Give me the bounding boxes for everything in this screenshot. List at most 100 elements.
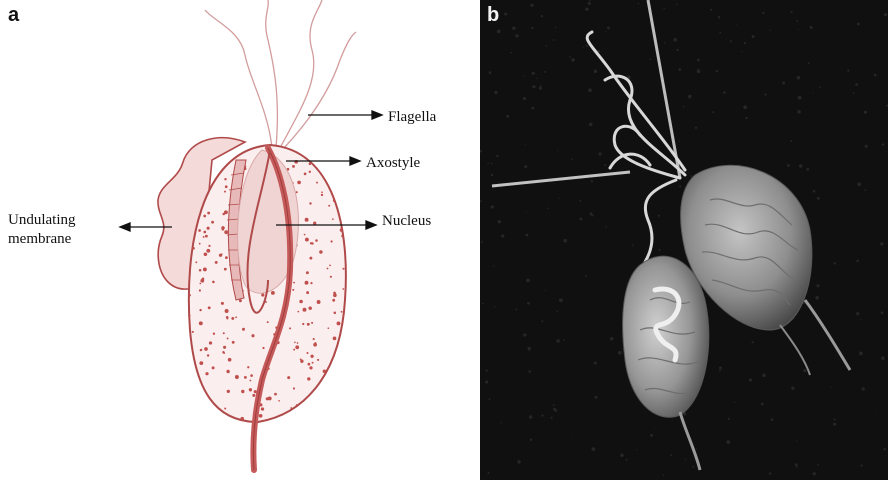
background-speckle xyxy=(688,95,692,99)
granule xyxy=(297,181,301,185)
granule xyxy=(199,269,202,272)
background-speckle xyxy=(512,26,515,29)
granule xyxy=(262,347,264,349)
granule xyxy=(337,321,341,325)
granule xyxy=(309,257,312,260)
background-speckle xyxy=(585,275,587,277)
granule xyxy=(222,351,224,353)
background-speckle xyxy=(719,366,722,369)
granule xyxy=(200,279,204,283)
background-speckle xyxy=(710,9,712,11)
granule xyxy=(345,194,347,196)
granule xyxy=(227,337,229,339)
background-speckle xyxy=(857,23,860,26)
background-speckle xyxy=(743,105,747,109)
background-speckle xyxy=(676,4,677,5)
background-speckle xyxy=(817,464,819,466)
granule xyxy=(247,366,249,368)
granule xyxy=(205,235,208,238)
background-speckle xyxy=(524,165,527,168)
granule xyxy=(261,293,264,296)
granule xyxy=(201,389,203,391)
background-speckle xyxy=(544,71,546,73)
granule xyxy=(332,299,335,302)
background-speckle xyxy=(595,396,598,399)
granule xyxy=(250,374,253,377)
background-speckle xyxy=(730,40,732,42)
background-speckle xyxy=(787,164,790,167)
granule xyxy=(317,300,321,304)
granule xyxy=(349,148,351,150)
background-speckle xyxy=(515,34,518,37)
granule xyxy=(224,191,226,193)
granule xyxy=(306,271,309,274)
granule xyxy=(200,401,204,405)
background-speckle xyxy=(881,356,885,360)
granule xyxy=(206,249,210,253)
background-speckle xyxy=(798,96,802,100)
background-speckle xyxy=(530,4,533,7)
granule xyxy=(330,409,333,412)
granule xyxy=(213,164,215,166)
background-speckle xyxy=(884,13,887,16)
granule xyxy=(226,370,229,373)
background-speckle xyxy=(526,234,529,237)
background-speckle xyxy=(673,38,677,42)
granule xyxy=(333,293,337,297)
background-speckle xyxy=(797,76,801,80)
granule xyxy=(185,355,188,358)
background-speckle xyxy=(782,81,785,84)
granule xyxy=(324,153,326,155)
granule xyxy=(309,202,311,204)
background-speckle xyxy=(594,362,597,365)
background-speckle xyxy=(865,145,868,148)
background-speckle xyxy=(658,215,660,217)
background-speckle xyxy=(880,242,883,245)
background-speckle xyxy=(857,182,861,186)
background-speckle xyxy=(798,29,799,30)
granule xyxy=(207,212,210,215)
granule xyxy=(212,281,215,284)
background-speckle xyxy=(696,449,697,450)
background-speckle xyxy=(741,51,742,52)
label-flagella: Flagella xyxy=(388,108,436,127)
background-speckle xyxy=(588,88,592,92)
background-speckle xyxy=(540,85,542,87)
flagella xyxy=(205,0,356,148)
background-speckle xyxy=(834,419,836,421)
granule xyxy=(293,387,295,389)
granule xyxy=(328,205,330,207)
granule xyxy=(224,178,226,180)
granule xyxy=(224,158,226,160)
background-speckle xyxy=(676,49,678,51)
granule xyxy=(234,152,237,155)
granule xyxy=(323,370,327,374)
granule xyxy=(207,227,210,230)
background-speckle xyxy=(882,143,884,145)
granule xyxy=(184,417,187,420)
granule xyxy=(303,308,307,312)
background-speckle xyxy=(796,466,798,468)
granule xyxy=(215,261,218,264)
background-speckle xyxy=(795,463,798,466)
background-speckle xyxy=(654,426,655,427)
background-speckle xyxy=(551,417,553,419)
granule xyxy=(295,345,299,349)
background-speckle xyxy=(531,27,533,29)
background-speckle xyxy=(515,308,517,310)
background-speckle xyxy=(663,474,664,475)
granule xyxy=(329,265,331,267)
granule xyxy=(199,321,203,325)
background-speckle xyxy=(556,311,558,313)
granule xyxy=(341,311,343,313)
background-speckle xyxy=(605,226,607,228)
panel-letter-b: b xyxy=(487,4,499,27)
background-speckle xyxy=(860,319,861,320)
granule xyxy=(347,381,350,384)
background-speckle xyxy=(485,380,488,383)
background-speckle xyxy=(752,35,755,38)
granule xyxy=(332,173,335,176)
background-speckle xyxy=(493,265,494,266)
granule xyxy=(342,367,346,371)
granule xyxy=(294,412,298,416)
